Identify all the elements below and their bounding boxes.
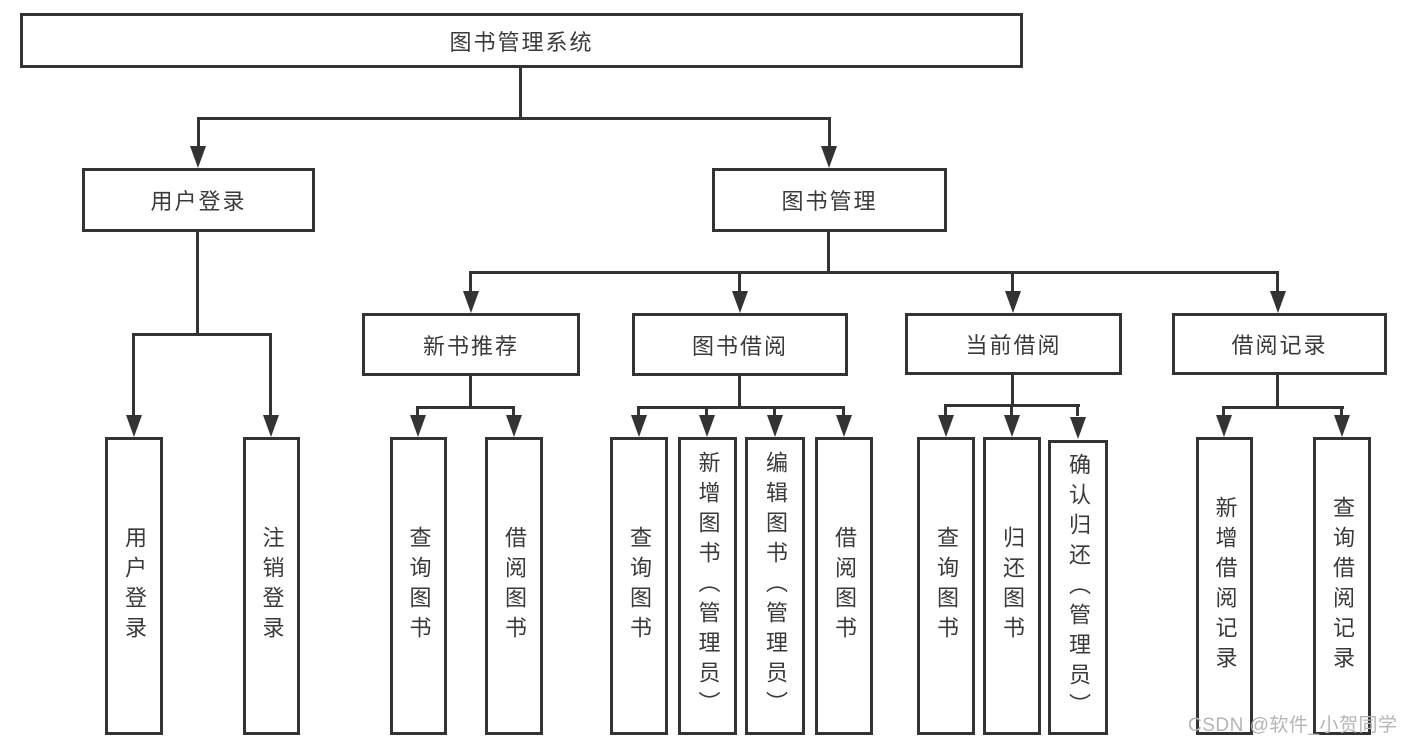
connector-vline (1011, 375, 1014, 407)
connector-vline (1222, 406, 1225, 416)
arrow-down-icon (410, 415, 426, 437)
node-current-borrow: 当前借阅 (905, 313, 1122, 375)
leaf-user-login: 用户登录 (105, 437, 163, 735)
arrow-down-icon (463, 291, 479, 313)
node-book-management: 图书管理 (712, 168, 947, 232)
csdn-watermark: CSDN @软件_小贺同学 (1188, 715, 1398, 736)
connector-vline (416, 406, 419, 416)
arrow-down-icon (126, 415, 142, 437)
connector-hline (197, 117, 831, 120)
leaf-records-add-borrow-record: 新增借阅记录 (1196, 437, 1253, 735)
connector-vline (944, 404, 947, 416)
connector-vline (773, 406, 776, 416)
connector-vline (827, 232, 830, 274)
arrow-down-icon (836, 415, 852, 437)
connector-vline (519, 68, 522, 118)
arrow-down-icon (631, 415, 647, 437)
arrow-down-icon (732, 291, 748, 313)
node-borrow-records: 借阅记录 (1172, 313, 1387, 375)
leaf-current-query-books: 查询图书 (917, 437, 975, 735)
arrow-down-icon (1334, 415, 1350, 437)
node-user-login: 用户登录 (82, 168, 315, 232)
connector-vline (1076, 404, 1079, 416)
arrow-down-icon (1005, 291, 1021, 313)
arrow-down-icon (767, 415, 783, 437)
connector-vline (1276, 271, 1279, 292)
connector-vline (1011, 271, 1014, 292)
leaf-newbook-query-books: 查询图书 (390, 437, 447, 735)
arrow-down-icon (506, 415, 522, 437)
leaf-newbook-borrow-books: 借阅图书 (485, 437, 543, 735)
connector-hline (132, 333, 272, 336)
arrow-down-icon (1070, 417, 1086, 439)
connector-hline (1222, 406, 1344, 409)
connector-vline (196, 232, 199, 335)
arrow-down-icon (1004, 415, 1020, 437)
leaf-current-confirm-return-admin: 确认归还（管理员） (1048, 440, 1108, 735)
connector-hline (416, 406, 515, 409)
connector-vline (1276, 375, 1279, 409)
node-book-borrow: 图书借阅 (632, 313, 848, 376)
arrow-down-icon (263, 415, 279, 437)
arrow-down-icon (190, 146, 206, 168)
leaf-current-return-books: 归还图书 (983, 437, 1041, 735)
arrow-down-icon (821, 146, 837, 168)
connector-vline (842, 406, 845, 416)
connector-vline (828, 117, 831, 147)
leaf-borrow-add-books-admin: 新增图书（管理员） (678, 437, 737, 735)
arrow-down-icon (1216, 415, 1232, 437)
leaf-borrow-query-books: 查询图书 (610, 437, 668, 735)
connector-vline (269, 333, 272, 416)
connector-hline (469, 271, 1279, 274)
connector-vline (469, 271, 472, 292)
connector-vline (512, 406, 515, 416)
leaf-borrow-borrow-books: 借阅图书 (815, 437, 873, 735)
arrow-down-icon (938, 415, 954, 437)
connector-vline (705, 406, 708, 416)
leaf-records-query-borrow-record: 查询借阅记录 (1313, 437, 1371, 735)
leaf-borrow-edit-books-admin: 编辑图书（管理员） (745, 437, 805, 735)
connector-vline (132, 333, 135, 416)
connector-hline (637, 406, 845, 409)
connector-vline (738, 376, 741, 409)
arrow-down-icon (699, 415, 715, 437)
connector-vline (738, 271, 741, 292)
connector-vline (1340, 406, 1343, 416)
connector-vline (469, 376, 472, 409)
connector-vline (1010, 404, 1013, 416)
node-new-book-recommend: 新书推荐 (362, 313, 580, 376)
connector-vline (197, 117, 200, 147)
node-root-library-management-system: 图书管理系统 (20, 13, 1023, 68)
leaf-logout-login: 注销登录 (243, 437, 300, 735)
connector-vline (637, 406, 640, 416)
arrow-down-icon (1270, 291, 1286, 313)
